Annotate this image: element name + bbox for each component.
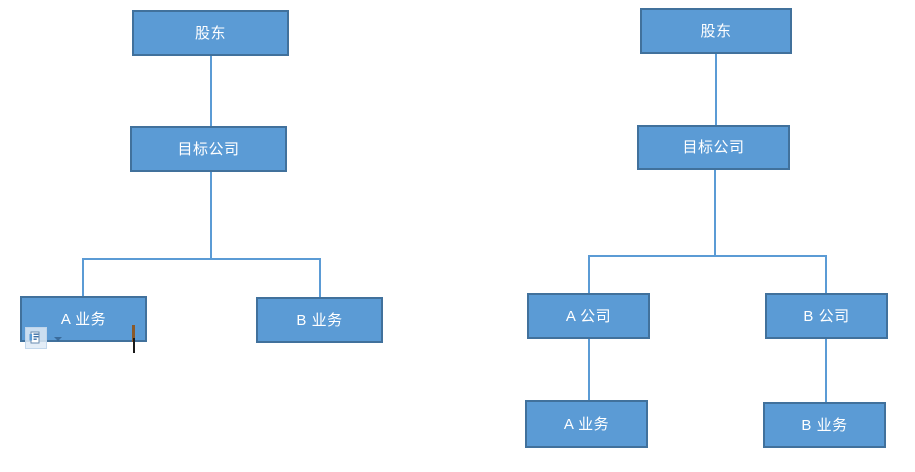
connector-target-stem <box>714 170 716 256</box>
node-business-a-right[interactable]: A 业务 <box>525 400 648 448</box>
left-org-chart: 股东 目标公司 A 业务 B 业务 <box>20 10 383 353</box>
connector-company-a-to-business-a <box>588 339 590 400</box>
node-label: A 业务 <box>563 415 610 433</box>
node-company-a[interactable]: A 公司 <box>527 293 650 339</box>
connector-target-stem <box>210 172 212 259</box>
node-label: 目标公司 <box>682 139 745 156</box>
node-label: B 公司 <box>803 307 850 325</box>
node-label: A 公司 <box>565 307 612 325</box>
connector-to-company-b <box>825 255 827 293</box>
connector-to-company-a <box>588 255 590 293</box>
connector-shareholder-to-target <box>715 54 717 125</box>
node-label: 目标公司 <box>177 140 240 158</box>
connector-shareholder-to-target <box>210 56 212 126</box>
connector-company-b-to-business-b <box>825 339 827 402</box>
node-shareholder-left[interactable]: 股东 <box>132 10 289 56</box>
text-caret-top <box>132 325 135 342</box>
paste-options-icon[interactable] <box>25 327 47 349</box>
node-label: 股东 <box>194 24 226 42</box>
node-shareholder-right[interactable]: 股东 <box>640 8 792 54</box>
node-business-b-left[interactable]: B 业务 <box>256 297 383 343</box>
node-label: 股东 <box>700 22 732 40</box>
node-label: A 业务 <box>60 310 107 328</box>
node-label: B 业务 <box>801 416 848 434</box>
connector-branch-bar <box>588 255 827 257</box>
connector-to-business-b <box>319 258 321 298</box>
connector-branch-bar <box>82 258 321 260</box>
connector-to-business-a <box>82 258 84 297</box>
node-target-company-right[interactable]: 目标公司 <box>637 125 790 170</box>
node-company-b[interactable]: B 公司 <box>765 293 888 339</box>
node-label: B 业务 <box>296 311 343 329</box>
text-caret <box>133 338 135 353</box>
paste-options-chevron-down-icon[interactable] <box>54 337 62 341</box>
node-target-company-left[interactable]: 目标公司 <box>130 126 287 172</box>
right-org-chart: 股东 目标公司 A 公司 B 公司 A 业务 <box>460 0 915 472</box>
node-business-b-right[interactable]: B 业务 <box>763 402 886 448</box>
